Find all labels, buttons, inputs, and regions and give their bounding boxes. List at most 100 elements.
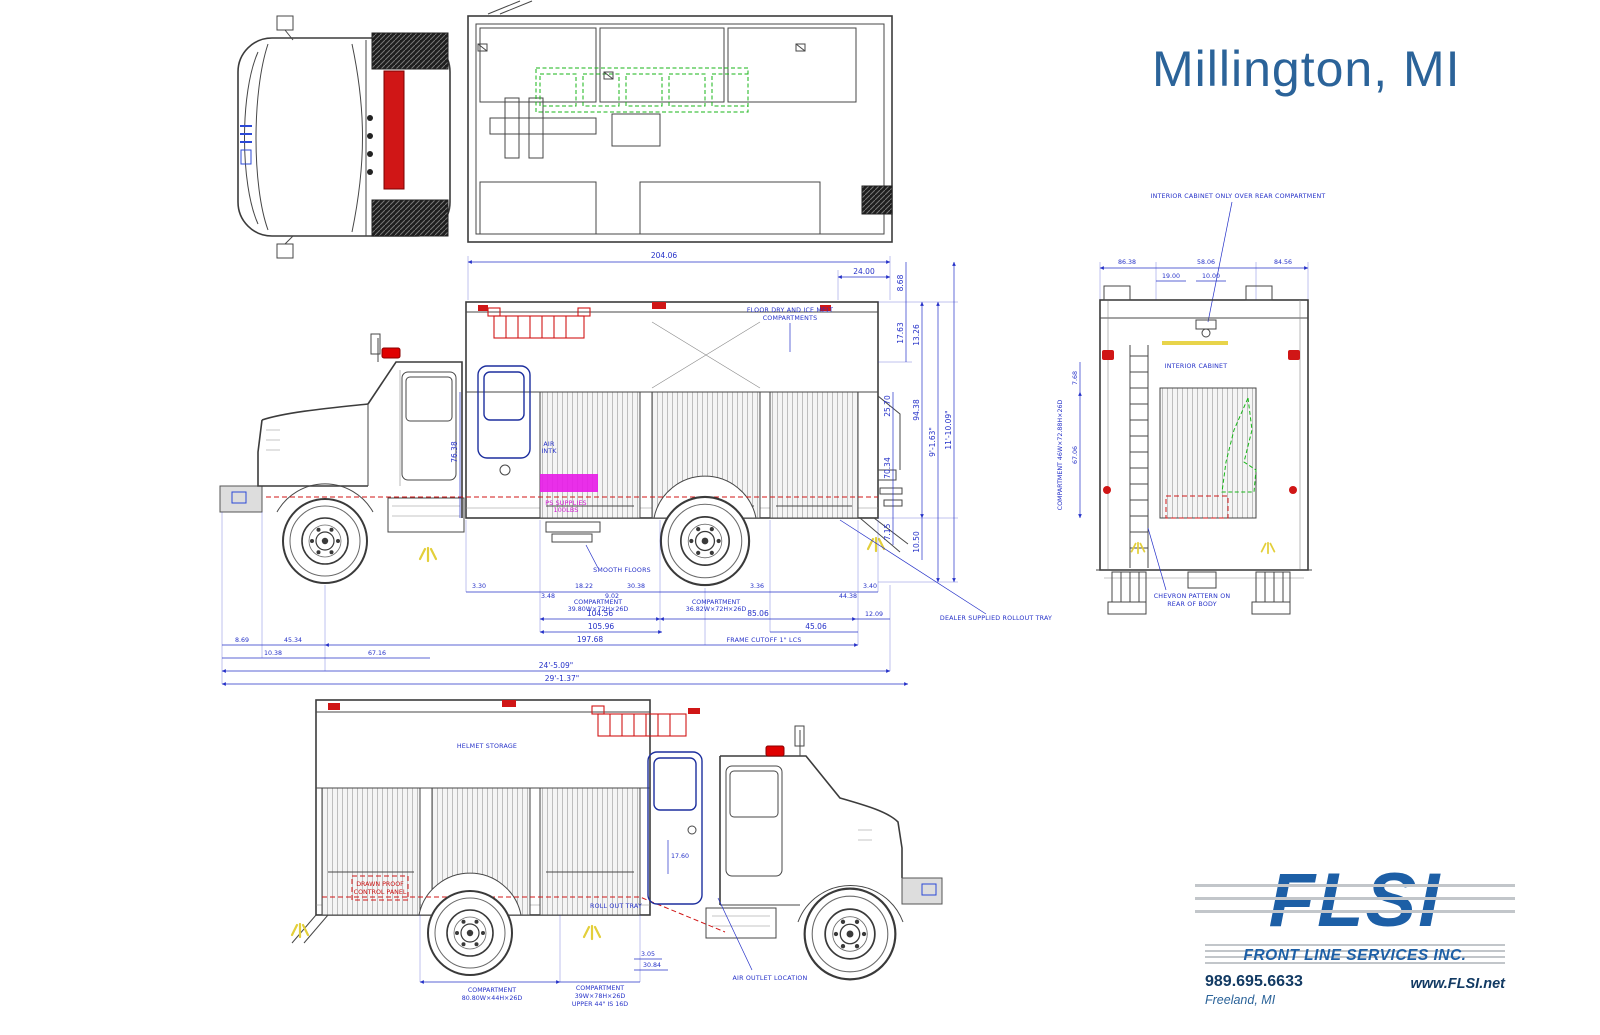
crew-door-window (477, 365, 531, 459)
dim-label: 197.68 (577, 635, 603, 644)
dim-label: 10.38 (264, 650, 282, 657)
rear-highlight-zone (1165, 495, 1229, 519)
dim-label: 10.50 (912, 531, 921, 553)
rear-rollup-door (1159, 387, 1257, 519)
highlighted-tray (540, 474, 598, 492)
hidden-equipment-outline (535, 67, 749, 113)
battery-box (387, 497, 465, 533)
dim-label: 76.38 (450, 441, 459, 463)
dim-label: 9'-1.63" (928, 427, 937, 457)
bottom-side-view: HELMET STORAGE DRAWN PROOF CONTROL PANEL… (290, 699, 943, 1008)
dim-label: 12.09 (865, 611, 883, 618)
dim-label: 70.34 (883, 457, 892, 479)
control-panel-label: CONTROL PANEL (354, 889, 407, 896)
rear-wheel (659, 495, 751, 587)
compartment-label: COMPARTMENT 46W×72.88H×26D (1057, 400, 1064, 511)
battery-box (705, 907, 777, 939)
marker-lights (478, 302, 831, 311)
dim-label: 3.05 (641, 951, 655, 958)
side-view-body (266, 301, 909, 553)
company-name: FRONT LINE SERVICES INC. (1205, 944, 1505, 968)
dim-label: 17.60 (671, 853, 689, 860)
dim-label: 84.56 (1274, 259, 1292, 266)
compartment-label: UPPER 44" IS 16D (572, 1001, 628, 1008)
interior-cabinet-label: INTERIOR CABINET (1165, 363, 1228, 370)
dim-label: 18.22 (575, 583, 593, 590)
dim-label: 45.34 (284, 637, 302, 644)
rollup-door-1 (321, 787, 421, 916)
dim-label: 3.40 (863, 583, 877, 590)
chevron-note: CHEVRON PATTERN ON (1154, 593, 1231, 600)
control-panel-zone (351, 875, 409, 901)
side-view: 204.06 24.00 8.68 17.63 13.26 94.38 25.7… (219, 251, 1052, 686)
cab-beacon (381, 347, 401, 359)
dim-label: 17.63 (896, 322, 905, 344)
helmet-storage-note: HELMET STORAGE (457, 743, 517, 750)
rear-wheels (1107, 571, 1291, 615)
dim-label: 24'-5.09" (539, 661, 573, 670)
cab-treadplate-rear (371, 199, 449, 237)
body-lightbar (591, 705, 687, 737)
bottom-view-cab (705, 725, 943, 939)
rear-lights (1102, 350, 1300, 494)
chevron-note: REAR OF BODY (1167, 601, 1217, 608)
compartment-label: 36.82W×72H×26D (686, 606, 747, 613)
control-panel-label: DRAWN PROOF (356, 881, 404, 888)
dim-label: 9.02 (605, 593, 619, 600)
compartment-label: COMPARTMENT (692, 599, 740, 606)
ps-supplies-label: PS SUPPLIES (545, 500, 587, 507)
dim-label: 94.38 (912, 399, 921, 421)
flsi-logo-mark: FLSI (1195, 858, 1515, 943)
compartment-label: 39.80W×72H×26D (568, 606, 629, 613)
side-view-notes: FLOOR DRY AND ICE MELT COMPARTMENTS AIR … (541, 307, 1052, 622)
page-title: Millington, MI (1152, 41, 1461, 97)
front-wheel (282, 498, 368, 584)
dim-label: 13.26 (912, 324, 921, 346)
dim-label: 24.00 (853, 267, 875, 276)
body-lightbar (487, 307, 591, 339)
flsi-logo-text: FLSI (1268, 858, 1442, 943)
rollup-door-3 (769, 391, 859, 519)
cab-treadplate-front (371, 32, 449, 70)
dim-label: 30.84 (643, 962, 661, 969)
marker-lights (328, 700, 700, 714)
rollup-door-3 (539, 787, 641, 916)
dim-label: 7.15 (883, 523, 892, 540)
dim-label: 204.06 (651, 251, 677, 260)
dim-label: 25.70 (883, 395, 892, 417)
rear-wheel (427, 890, 513, 976)
air-intake-label: AIR (543, 441, 555, 448)
dim-label: 45.06 (805, 622, 827, 631)
phone-number: 989.695.6633 (1205, 973, 1303, 990)
floor-dry-note: COMPARTMENTS (763, 315, 818, 322)
air-outlet-note: AIR OUTLET LOCATION (733, 975, 808, 982)
interior-cabinet-callout: INTERIOR CABINET ONLY OVER REAR COMPARTM… (1151, 193, 1326, 200)
air-intake-label: INTK (541, 448, 557, 455)
front-wheel (803, 887, 897, 981)
bottom-view-dimensions: 3.05 30.84 COMPARTMENT 80.80W×44H×26D CO… (419, 897, 808, 1008)
compartment-label: 39W×78H×26D (575, 993, 626, 1000)
flsi-logo: FLSI FRONT LINE SERVICES INC. 989.695.66… (1195, 858, 1515, 1007)
dim-label: 11'-10.09" (944, 410, 953, 449)
dim-label: 3.30 (472, 583, 486, 590)
latch-marks (477, 43, 806, 80)
mirror-right (276, 243, 294, 259)
dim-label: 67.16 (368, 650, 386, 657)
rear-view: INTERIOR CABINET ONLY OVER REAR COMPARTM… (1057, 193, 1326, 615)
side-mirror (794, 725, 805, 747)
dim-label: 29'-1.37" (545, 674, 579, 683)
smooth-floors-note: SMOOTH FLOORS (593, 567, 651, 574)
rollout-tray-label: ROLL OUT TRAY (590, 903, 642, 910)
ps-supplies-label: 100LBS (554, 507, 579, 514)
dim-label: 3.48 (541, 593, 555, 600)
dim-label: 86.38 (1118, 259, 1136, 266)
top-view-cab (237, 15, 451, 259)
dim-label: 8.69 (235, 637, 249, 644)
side-mirror (370, 333, 381, 355)
logo-stripe (1195, 897, 1515, 900)
website-url: www.FLSI.net (1410, 976, 1505, 992)
dim-label: 104.56 (587, 609, 613, 618)
cab-lightbar (383, 70, 405, 190)
cab-roof-bolts (367, 115, 373, 175)
